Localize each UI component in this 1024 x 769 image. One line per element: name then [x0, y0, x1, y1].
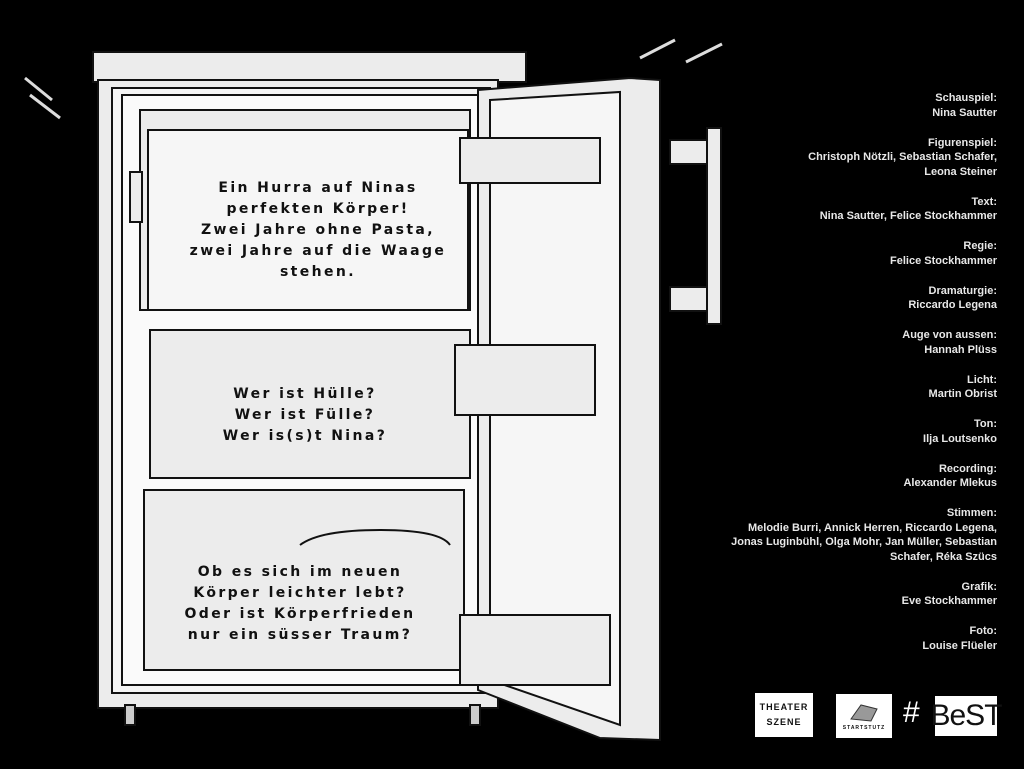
credit-entry: Text: Nina Sautter, Felice Stockhammer: [731, 195, 997, 224]
credit-entry: Stimmen: Melodie Burri, Annick Herren, Ri…: [731, 506, 997, 564]
credit-role: Licht:: [967, 373, 997, 386]
freezer-handle: [129, 171, 143, 223]
credit-entry: Auge von aussen: Hannah Plüss: [731, 328, 997, 357]
door-hinge-bottom: [669, 286, 711, 312]
credit-names: Ilja Loutsenko: [923, 432, 997, 445]
fridge-text-top: Ein Hurra auf Ninas perfekten Körper! Zw…: [189, 180, 447, 280]
credit-names: Jonas Luginbühl, Olga Mohr, Jan Müller, …: [731, 536, 997, 548]
credit-entry: Regie: Felice Stockhammer: [731, 239, 997, 268]
credit-names: Melodie Burri, Annick Herren, Riccardo L…: [748, 521, 997, 534]
credit-entry: Figurenspiel: Christoph Nötzli, Sebastian…: [731, 136, 997, 180]
credit-names: Christoph Nötzli, Sebastian Schafer,: [808, 151, 997, 163]
credit-role: Grafik:: [961, 580, 997, 593]
credit-names: Nina Sautter, Felice Stockhammer: [819, 210, 997, 222]
credit-role: Recording:: [938, 462, 997, 475]
credit-names: Leona Steiner: [924, 165, 997, 178]
credit-entry: Licht: Martin Obrist: [731, 373, 997, 402]
credit-role: Stimmen:: [946, 507, 997, 519]
best-logo: BeST: [930, 696, 1003, 736]
credit-entry: Dramaturgie: Riccardo Legena: [731, 284, 997, 313]
credit-entry: Schauspiel: Nina Sautter: [731, 91, 997, 120]
credit-role: Regie:: [963, 240, 997, 252]
credit-entry: Ton: Ilja Loutsenko: [731, 417, 997, 446]
fridge-text-bottom: Ob es sich im neuen Körper leichter lebt…: [184, 564, 416, 643]
door-shelf-middle: [454, 344, 596, 416]
credit-role: Dramaturgie:: [928, 284, 997, 297]
door-shelf-bottom: [459, 614, 611, 686]
credit-role: Text:: [971, 195, 997, 208]
credit-role: Foto:: [969, 625, 997, 637]
fridge-text-middle: Wer ist Hülle? Wer ist Fülle? Wer is(s)t…: [222, 386, 388, 444]
credit-role: Auge von aussen:: [902, 329, 997, 341]
credit-names: Alexander Mlekus: [903, 477, 997, 489]
theater-szene-logo: THEATER SZENE: [755, 693, 813, 737]
credit-names: Nina Sautter: [932, 106, 997, 119]
credit-role: Ton:: [973, 418, 997, 430]
drawer-bottom: [143, 489, 465, 671]
startstutz-icon: [850, 704, 878, 722]
door-hinge-top: [669, 139, 711, 165]
credit-role: Figurenspiel:: [927, 136, 997, 149]
credit-names: Martin Obrist: [928, 388, 997, 400]
door-shelf-top: [459, 137, 601, 184]
door-handle: [706, 127, 722, 325]
credit-role: Schauspiel:: [935, 92, 997, 104]
credit-names: Felice Stockhammer: [890, 254, 997, 267]
credit-names: Eve Stockhammer: [901, 595, 997, 607]
credit-names: Louise Flüeler: [922, 639, 997, 652]
credit-entry: Recording: Alexander Mlekus: [731, 462, 997, 491]
credit-entry: Grafik: Eve Stockhammer: [731, 580, 997, 609]
credit-names: Hannah Plüss: [924, 343, 997, 356]
hash-symbol: #: [903, 696, 920, 729]
credit-names: Riccardo Legena: [908, 299, 997, 311]
credit-entry: Foto: Louise Flüeler: [731, 624, 997, 653]
fridge-top: [92, 51, 527, 83]
startstutz-logo: STARTSTUTZ: [836, 694, 892, 738]
motion-lines: [24, 38, 723, 120]
credit-names: Schafer, Réka Szücs: [889, 550, 997, 563]
